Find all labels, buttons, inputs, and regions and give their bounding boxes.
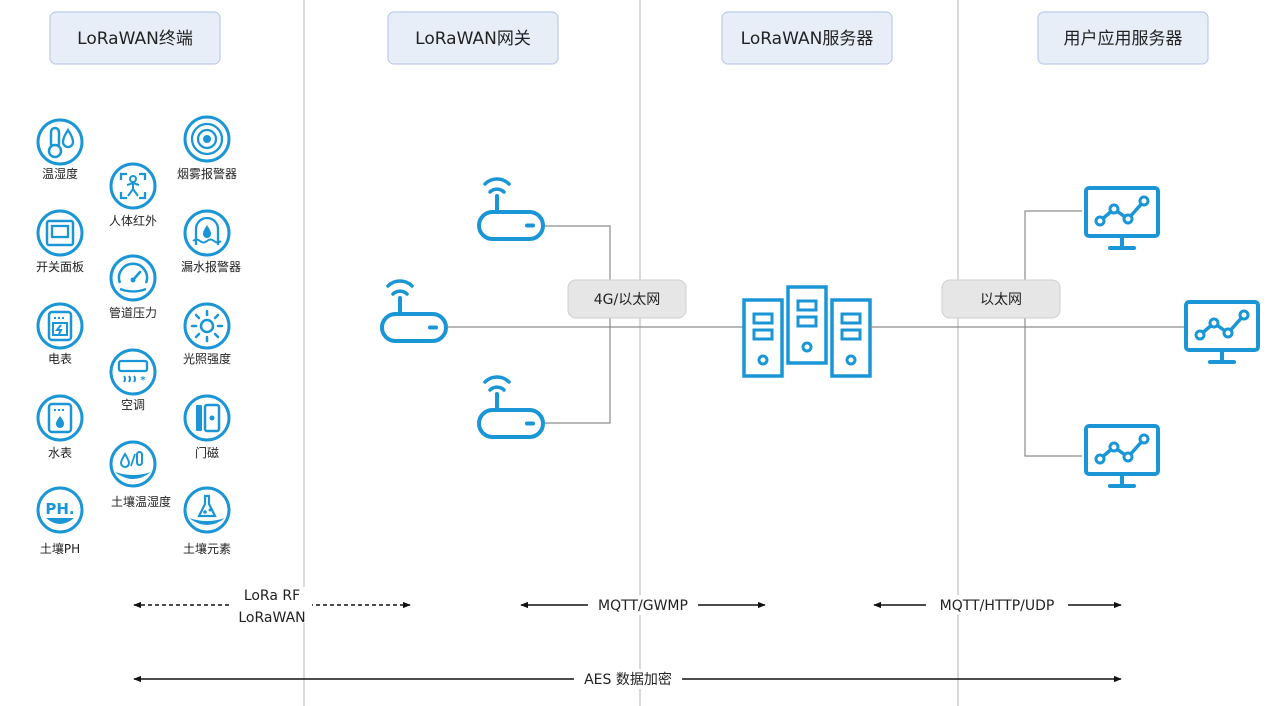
app-monitor-top-icon [1084,186,1160,250]
column-header-app-server: 用户应用服务器 [1037,11,1209,65]
gateway-top-icon [477,177,545,241]
column-header-server: LoRaWAN服务器 [721,11,893,65]
svg-text:PH.: PH. [45,500,74,518]
device-label-water-leak-alarm: 漏水报警器 [181,259,241,274]
soil-temp-humidity-icon [109,440,157,488]
svg-text:以太网: 以太网 [980,292,1022,308]
device-label-human-infrared: 人体红外 [109,213,157,228]
water-leak-alarm-icon [183,209,231,257]
light-intensity-icon [183,302,231,350]
link-pill-ethernet: 以太网 [941,279,1061,319]
device-label-light-intensity: 光照强度 [183,351,231,366]
door-sensor-icon [183,394,231,442]
device-label-soil-element: 土壤元素 [183,541,231,556]
device-label-water-meter: 水表 [48,446,72,460]
device-label-smoke-alarm: 烟雾报警器 [177,166,237,181]
device-label-air-conditioner: 空调 [121,398,145,412]
device-label-soil-ph: 土壤PH [40,541,80,556]
link-pill-4g-ethernet: 4G/以太网 [567,279,687,319]
svg-text:用户应用服务器: 用户应用服务器 [1064,29,1183,49]
protocol-lorawan: LoRaWAN [238,610,305,626]
device-label-electric-meter: 电表 [48,352,72,366]
app-monitor-bottom-icon [1084,424,1160,488]
device-label-door-sensor: 门磁 [195,445,219,460]
protocol-lora-rf: LoRa RF [244,588,300,604]
temp-humidity-icon [36,118,84,166]
protocol-mqtt-http-udp: MQTT/HTTP/UDP [940,598,1055,614]
device-label-temp-humidity: 温湿度 [42,166,78,181]
water-meter-icon [36,394,84,442]
device-label-soil-temp-humidity: 土壤温湿度 [111,494,171,509]
electric-meter-icon [36,302,84,350]
gateway-bottom-icon [477,375,545,439]
svg-text:LoRaWAN服务器: LoRaWAN服务器 [741,29,874,49]
gateway-connection-lines [448,225,743,424]
protocol-mqtt-gwmp: MQTT/GWMP [598,598,688,614]
svg-text:4G/以太网: 4G/以太网 [594,292,660,308]
column-header-gateway: LoRaWAN网关 [387,11,559,65]
soil-element-icon [183,486,231,534]
soil-ph-icon: PH. [36,486,84,534]
device-label-pipe-pressure: 管道压力 [109,305,157,320]
app-monitor-middle-icon [1184,300,1260,364]
air-conditioner-icon: * [109,348,157,396]
human-infrared-icon [109,162,157,210]
column-header-terminal: LoRaWAN终端 [49,11,221,65]
app-connection-lines [870,210,1185,457]
protocol-aes: AES 数据加密 [584,671,672,688]
device-label-switch-panel: 开关面板 [36,260,84,274]
gateway-middle-icon [380,279,448,343]
server-icon [742,285,872,378]
svg-text:LoRaWAN终端: LoRaWAN终端 [77,29,193,49]
switch-panel-icon [36,209,84,257]
pipe-pressure-icon [109,254,157,302]
svg-text:LoRaWAN网关: LoRaWAN网关 [415,29,531,49]
svg-text:*: * [140,375,146,386]
smoke-alarm-icon [183,115,231,163]
